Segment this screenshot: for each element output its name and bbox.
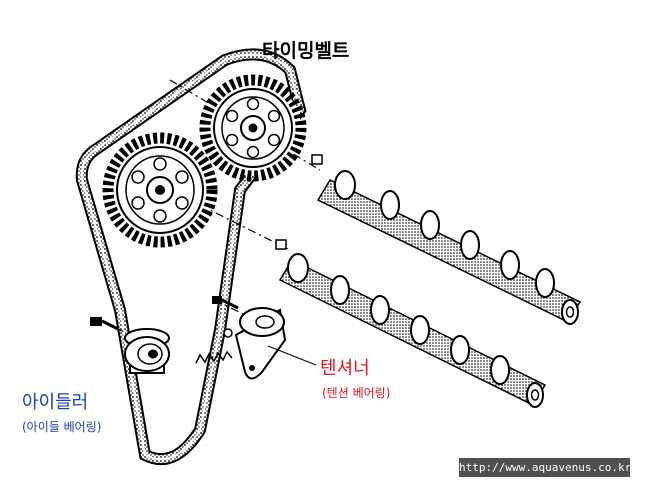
lower-camshaft: [275, 239, 547, 408]
diagram-title: 타이밍벨트: [262, 40, 350, 62]
right-cam-sprocket: [199, 74, 307, 182]
idler-label: 아이들러: [22, 392, 89, 413]
tensioner-spring: [195, 350, 233, 364]
idler-bolt: [90, 317, 119, 331]
upper-camshaft: [311, 154, 582, 325]
idler-bearing: [124, 328, 170, 374]
timing-belt: [75, 48, 307, 465]
tensioner-leader-line: [267, 345, 317, 366]
idler-sublabel: (아이들 베어링): [22, 420, 102, 434]
left-cam-sprocket: [102, 132, 218, 248]
tensioner-label: 텐셔너: [320, 358, 370, 379]
watermark-url: http://www.aquavenus.co.kr: [459, 458, 631, 477]
tensioner-assembly: [212, 296, 287, 380]
tensioner-sublabel: (텐션 베어링): [322, 386, 391, 400]
